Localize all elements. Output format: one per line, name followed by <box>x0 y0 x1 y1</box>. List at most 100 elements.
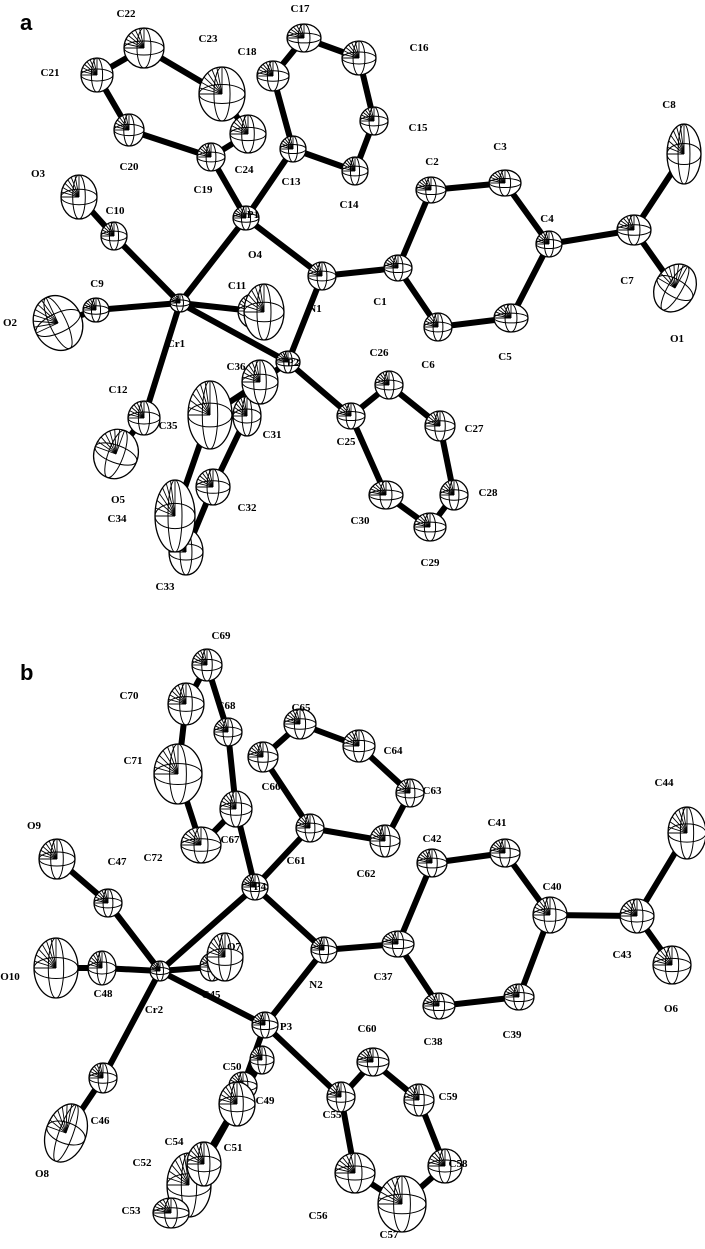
bond-p4-cr2 <box>157 884 258 974</box>
atom-ellipsoid-c26 <box>374 370 404 400</box>
bond-cr1-c12 <box>141 300 183 421</box>
atom-ellipsoid-o2 <box>32 295 84 351</box>
bond-p1-c13 <box>243 146 296 221</box>
atom-label-c64: C64 <box>384 745 403 757</box>
atom-label-o5: O5 <box>111 494 126 506</box>
atom-ellipsoid-p3 <box>251 1011 279 1039</box>
atom-label-c44: C44 <box>655 777 674 789</box>
atom-ellipsoid-c49 <box>249 1045 275 1075</box>
atom-ellipsoid-c17 <box>286 23 322 53</box>
atom-ellipsoid-c8 <box>666 123 702 185</box>
atom-ellipsoid-c25 <box>336 402 366 430</box>
atom-label-c59: C59 <box>439 1091 458 1103</box>
atom-ellipsoid-c36 <box>241 359 279 405</box>
atom-label-o8: O8 <box>35 1168 50 1180</box>
bond-p3-cr2 <box>157 968 268 1028</box>
atom-label-c28: C28 <box>479 487 498 499</box>
atom-label-c68: C68 <box>217 700 236 712</box>
atom-label-c52: C52 <box>133 1157 152 1169</box>
atom-ellipsoid-c6 <box>423 312 453 342</box>
atom-ellipsoid-c7 <box>616 214 652 246</box>
atom-ellipsoid-p1 <box>232 205 260 231</box>
atom-label-c29: C29 <box>421 557 440 569</box>
atom-ellipsoid-c20 <box>113 113 145 147</box>
atom-label-c8: C8 <box>662 99 676 111</box>
atom-label-c50: C50 <box>223 1061 242 1073</box>
atom-label-c38: C38 <box>424 1036 443 1048</box>
atom-label-c47: C47 <box>108 856 127 868</box>
atom-label-c43: C43 <box>613 949 632 961</box>
atom-ellipsoid-c66 <box>247 741 279 773</box>
atom-ellipsoid-o6 <box>652 945 692 985</box>
atom-ellipsoid-cr1 <box>169 293 191 313</box>
atom-ellipsoid-c1 <box>383 254 413 282</box>
atom-label-c16: C16 <box>410 42 429 54</box>
atom-label-o7: O7 <box>227 941 242 953</box>
atom-ellipsoid-o5 <box>92 428 140 480</box>
bond-layer <box>53 35 690 1216</box>
atom-ellipsoid-c37 <box>381 930 415 958</box>
atom-ellipsoid-c32 <box>195 468 231 506</box>
atom-ellipsoid-c68 <box>213 717 243 747</box>
atom-label-c10: C10 <box>106 205 125 217</box>
atom-ellipsoid-c43 <box>619 898 655 934</box>
atom-label-o6: O6 <box>664 1003 679 1015</box>
atom-ellipsoid-o7 <box>206 932 244 982</box>
bond-p3-c55 <box>262 1022 344 1100</box>
atom-ellipsoid-c41 <box>489 838 521 868</box>
atom-ellipsoid-o1 <box>652 263 698 313</box>
atom-label-c46: C46 <box>91 1115 110 1127</box>
atom-ellipsoid-c10 <box>100 221 128 251</box>
atom-label-o4: O4 <box>248 249 263 261</box>
atom-label-o10: O10 <box>0 971 20 983</box>
bond-n2-p3 <box>262 947 327 1028</box>
atom-ellipsoid-c13 <box>279 135 307 163</box>
atom-ellipsoid-c44 <box>667 806 705 860</box>
panel-label-b: b <box>20 660 33 685</box>
bond-n1-p1 <box>243 215 325 279</box>
atom-label-c53: C53 <box>122 1205 141 1217</box>
atom-ellipsoid-c71 <box>153 743 203 805</box>
atom-label-c48: C48 <box>94 988 113 1000</box>
atom-ellipsoid-c65 <box>283 708 317 740</box>
atom-label-c40: C40 <box>543 881 562 893</box>
atom-label-c36: C36 <box>227 361 246 373</box>
atom-ellipsoid-c61 <box>295 813 325 843</box>
atom-ellipsoid-o4 <box>243 283 285 341</box>
atom-ellipsoid-c27 <box>424 410 456 442</box>
atom-label-c21: C21 <box>41 67 60 79</box>
atom-ellipsoid-c56 <box>334 1152 376 1194</box>
atom-label-cr2: Cr2 <box>145 1004 164 1016</box>
atom-label-c71: C71 <box>124 755 143 767</box>
atom-ellipsoid-c51 <box>218 1081 256 1127</box>
atom-label-c56: C56 <box>309 1210 328 1222</box>
atom-label-c57: C57 <box>380 1229 399 1241</box>
atom-ellipsoid-c72 <box>180 826 222 864</box>
atom-ellipsoid-n1 <box>307 261 337 291</box>
atom-label-p1: P1 <box>247 209 259 221</box>
atom-ellipsoid-c58 <box>427 1148 463 1184</box>
atom-ellipsoid-c21 <box>80 57 114 93</box>
atom-ellipsoid-c63 <box>395 778 425 808</box>
atom-label-c65: C65 <box>292 702 311 714</box>
atom-ellipsoid-c9 <box>82 297 110 323</box>
atom-label-o2: O2 <box>3 317 18 329</box>
atom-ellipsoid-o8 <box>43 1103 89 1163</box>
atom-ellipsoid-o9 <box>38 838 76 880</box>
atom-ellipsoid-o3 <box>60 174 98 220</box>
atom-label-c12: C12 <box>109 384 128 396</box>
bond-c1-c2 <box>395 187 434 271</box>
atom-ellipsoid-c4 <box>535 230 563 258</box>
bond-n2-p4 <box>252 884 327 953</box>
atom-ellipsoid-c2 <box>415 176 447 204</box>
atom-ellipsoid-c59 <box>403 1083 435 1117</box>
atom-ellipsoid-c15 <box>359 106 389 136</box>
atom-label-c13: C13 <box>282 176 301 188</box>
atom-label-c62: C62 <box>357 868 376 880</box>
atom-ellipsoid-c28 <box>439 479 469 511</box>
atom-label-c67: C67 <box>221 834 240 846</box>
atom-ellipsoid-c18 <box>256 60 290 92</box>
atom-ellipsoid-cr2 <box>149 960 171 982</box>
atom-label-cr1: Cr1 <box>167 338 185 350</box>
